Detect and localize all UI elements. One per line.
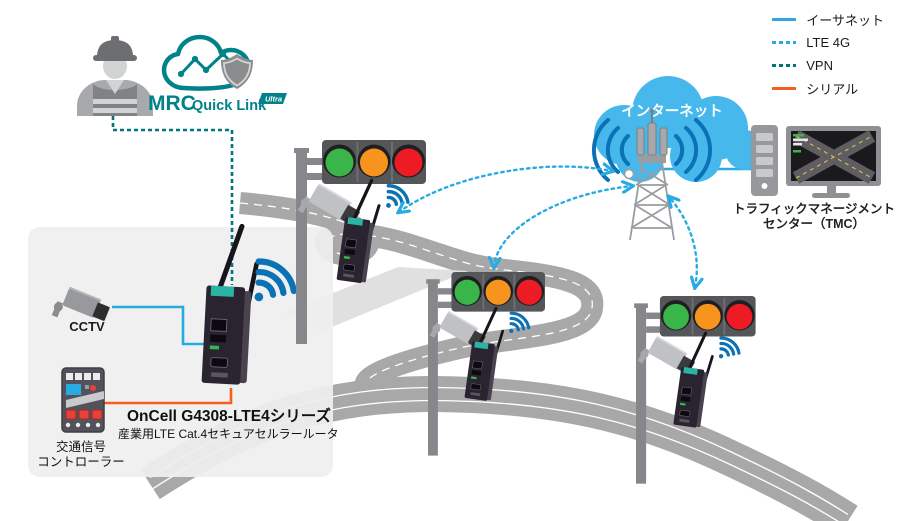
legend-label: イーサネット [806,13,884,28]
legend-item-lte: LTE 4G [772,35,884,50]
legend-item-serial: シリアル [772,81,884,97]
serial-line-swatch [772,87,797,90]
tmc-server-icon [751,125,778,196]
ethernet-line-swatch [772,18,797,21]
lte-arrow-tl1 [399,167,612,212]
logo-ultra-badge [258,93,287,104]
legend-label: LTE 4G [806,35,851,50]
tmc-label-line1: トラフィックマネージメント [733,202,895,216]
tmc-monitor-icon [786,126,881,198]
serial-line [104,388,233,405]
internet-label: インターネット [621,103,723,120]
legend-label: VPN [806,58,833,73]
product-title: OnCell G4308-LTE4シリーズ [127,406,331,425]
traffic-controller-icon [61,367,105,433]
logo-product-text: Quick Link [192,98,267,114]
mrc-quicklink-logo: MRC Quick Link Ultra [148,34,287,115]
lte-arrow-tl2 [494,186,632,267]
vpn-line-swatch [772,64,797,67]
lte-arrow-tl3 [669,197,697,287]
ethernet-line-cctv [112,305,206,346]
legend-item-vpn: VPN [772,58,884,73]
legend-label: シリアル [806,82,859,97]
cctv-label: CCTV [69,319,105,334]
legend-item-ethernet: イーサネット [772,12,884,28]
worker-icon [77,36,153,116]
cctv-camera-icon [51,286,110,321]
tmc-label-line2: センター（TMC） [763,216,865,231]
traffic-light-unit-2 [426,272,545,456]
vpn-line [111,116,234,285]
controller-label-line2: コントローラー [37,455,125,469]
logo-brand-text: MRC [148,92,196,115]
lte-line-swatch [772,41,797,44]
logo-badge-text: Ultra [265,95,282,104]
product-subtitle: 産業用LTE Cat.4セキュアセルラールータ [118,426,339,441]
controller-label-line1: 交通信号 [56,439,106,454]
legend: イーサネット LTE 4G VPN シリアル [772,12,884,104]
